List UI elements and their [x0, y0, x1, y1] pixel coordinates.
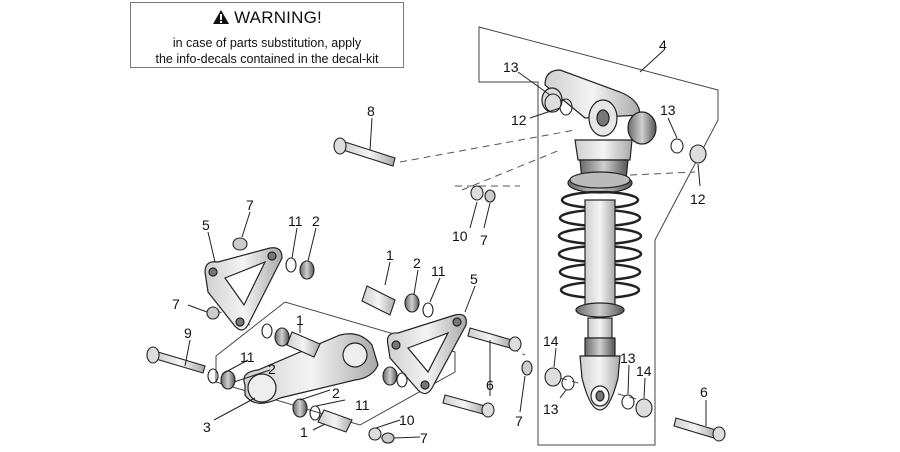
- rocker-plate-right: [386, 313, 467, 395]
- warning-triangle-icon: [213, 10, 230, 24]
- callout-14-left: 14: [543, 333, 559, 349]
- callout-6-middle: 6: [486, 377, 494, 393]
- bolt-8: [333, 137, 396, 167]
- callout-3: 3: [203, 419, 211, 435]
- callout-9: 9: [184, 325, 192, 341]
- callout-7-upper-left: 7: [246, 197, 254, 213]
- bolt-6-right: [673, 417, 726, 442]
- warning-title: WARNING!: [234, 8, 322, 27]
- callout-13-lower-right: 13: [620, 350, 636, 366]
- callout-7-lower: 7: [420, 430, 428, 446]
- warning-line-1: in case of parts substitution, apply: [172, 36, 362, 50]
- callout-13-upper-left: 13: [503, 59, 519, 75]
- callout-2-middle-left: 2: [268, 361, 276, 377]
- callout-13-lower-left: 13: [543, 401, 559, 417]
- rocker-plate-left: [204, 247, 283, 331]
- callout-labels: 4 13 12 13 12 8 10 7 5 7 11 2 1 2 11 5 7…: [172, 37, 708, 446]
- leader-lines: [184, 49, 707, 439]
- callout-12-upper-left: 12: [511, 112, 527, 128]
- callout-7-left: 7: [172, 296, 180, 312]
- warning-box: WARNING! in case of parts substitution, …: [130, 2, 404, 68]
- callout-10-upper: 10: [452, 228, 468, 244]
- callout-2-upper-left: 2: [312, 213, 320, 229]
- bolt-9: [146, 346, 206, 374]
- callout-12-upper-right: 12: [690, 191, 706, 207]
- callout-10-lower: 10: [399, 412, 415, 428]
- callout-11-lower: 11: [355, 397, 370, 413]
- callout-8: 8: [367, 103, 375, 119]
- callout-11-upper-middle: 11: [431, 263, 446, 279]
- callout-2-lower: 2: [332, 385, 340, 401]
- callout-7-lower-middle: 7: [515, 413, 523, 429]
- connecting-rod: [243, 333, 379, 404]
- callout-1-middle: 1: [296, 312, 304, 328]
- callout-5-right: 5: [470, 271, 478, 287]
- callout-1-lower: 1: [300, 424, 308, 440]
- small-parts: [206, 93, 707, 444]
- bolt-6-upper: [467, 327, 522, 352]
- shock-absorber: [541, 69, 657, 411]
- callout-7-upper-middle: 7: [480, 232, 488, 248]
- callout-14-right: 14: [636, 363, 652, 379]
- callout-11-middle-left: 11: [240, 349, 255, 365]
- callout-1-upper: 1: [386, 247, 394, 263]
- callout-5-left: 5: [202, 217, 210, 233]
- callout-6-right: 6: [700, 384, 708, 400]
- bolt-6-lower: [442, 394, 495, 418]
- callout-13-upper-right: 13: [660, 102, 676, 118]
- callout-2-upper-middle: 2: [413, 255, 421, 271]
- callout-11-upper-left: 11: [288, 213, 303, 229]
- warning-line-2: the info-decals contained in the decal-k…: [155, 52, 379, 66]
- callout-4: 4: [659, 37, 667, 53]
- warning-title-row: WARNING!: [131, 8, 403, 28]
- shock-group-outline: [478, 26, 719, 446]
